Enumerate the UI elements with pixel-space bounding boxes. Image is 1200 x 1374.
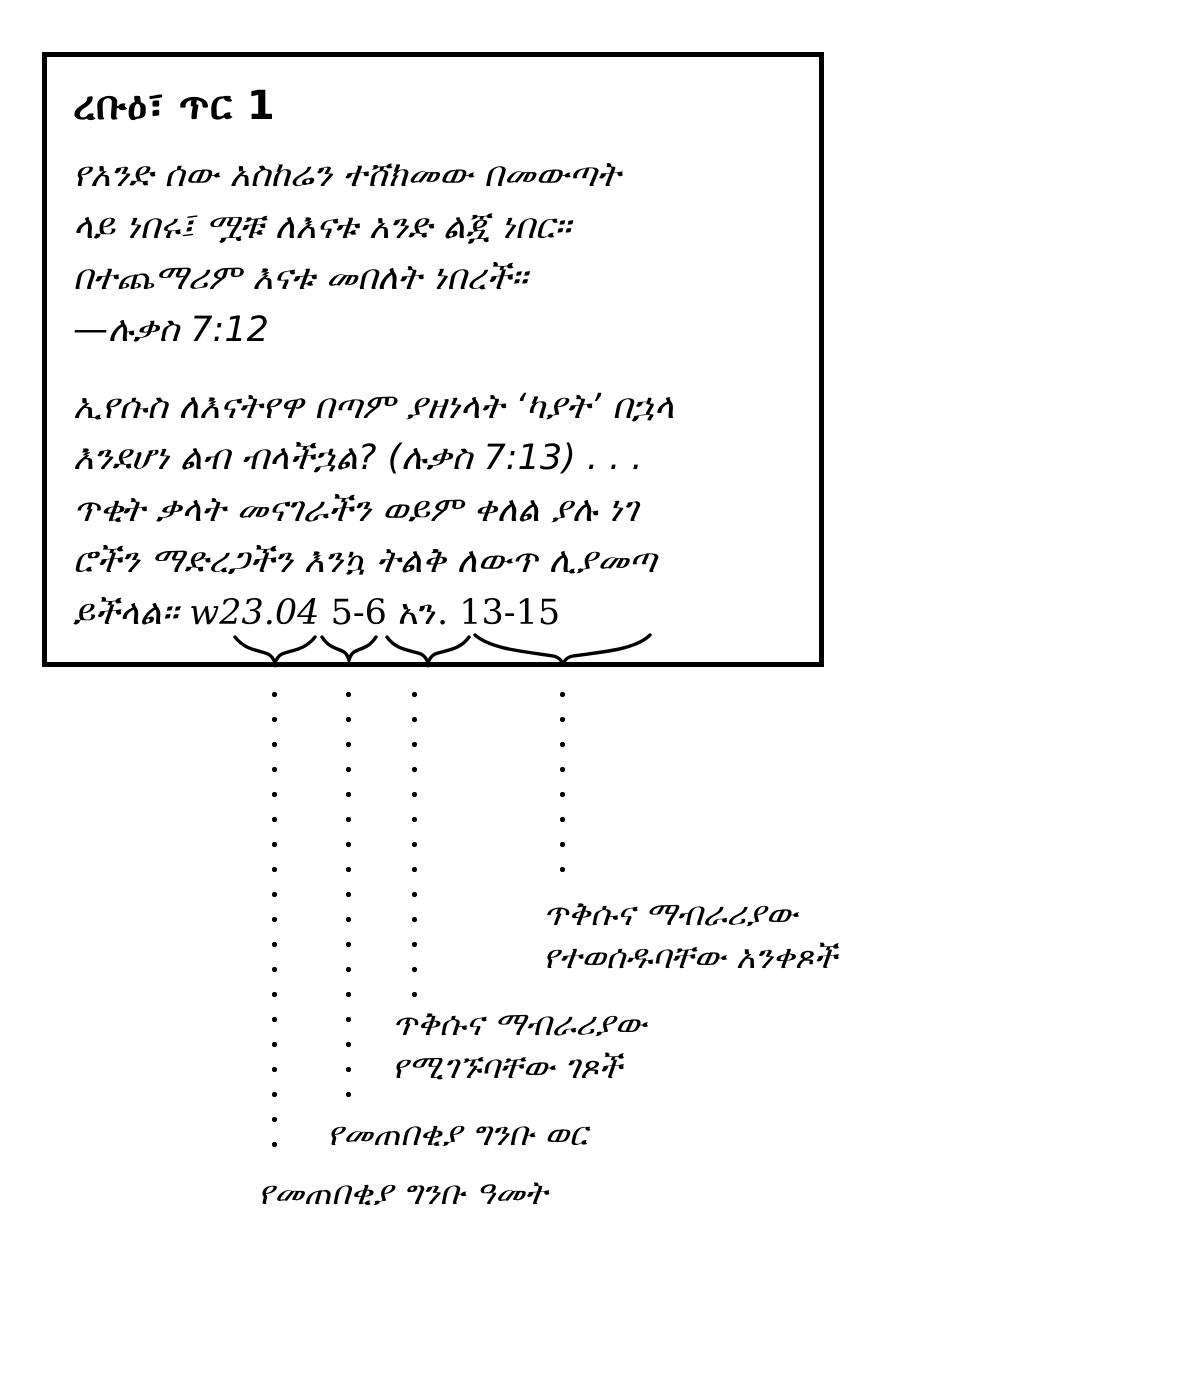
commentary-paragraph: ኢየሱስ ለእናትየዋ በጣም ያዘነላት ‘ካያት’ በኋላ እንደሆነ ልብ… (73, 382, 797, 639)
commentary-line-final: ይችላል። (73, 592, 179, 633)
scripture-line: ላይ ነበሩ፤ ሟቹ ለእናቱ አንድ ልጇ ነበር። (73, 206, 571, 247)
callout-line: የመጠበቂያ ግንቡ ዓመት (258, 1173, 548, 1212)
callout-line: ጥቅሱና ማብራሪያው (392, 1004, 647, 1043)
callout-paragraph-numbers: ጥቅሱና ማብራሪያው የተወሰዱባቸው አንቀጾች (543, 893, 963, 979)
callout-line: ጥቅሱና ማብራሪያው (543, 894, 798, 933)
commentary-line: ጥቂት ቃላት መናገራችን ወይም ቀለል ያሉ ነገ (73, 489, 639, 530)
callout-line: የተወሰዱባቸው አንቀጾች (543, 936, 837, 976)
citation-token-publication: w23.04 (189, 592, 320, 633)
leader-line-month (346, 692, 351, 1117)
commentary-line: ሮችን ማድረጋችን እንኳ ትልቅ ለውጥ ሊያመጣ (73, 541, 657, 582)
callout-line: የሚገኙባቸው ገጾች (392, 1046, 622, 1086)
leader-line-pages (412, 692, 417, 1004)
citation-token-paragraph-marker: አን. (398, 592, 449, 633)
callout-pages: ጥቅሱና ማብራሪያው የሚገኙባቸው ገጾች (392, 1003, 812, 1089)
daily-text-box-content: ረቡዕ፣ ጥር 1 የአንድ ሰው አስከሬን ተሸክመው በመውጣት ላይ ነ… (47, 57, 819, 639)
callout-month: የመጠበቂያ ግንቡ ወር (327, 1113, 807, 1156)
citation-line: ይችላል። w23.04 5-6 አን. 13-15 (73, 593, 560, 633)
citation-token-pages: 5-6 (330, 592, 387, 633)
scripture-reference: —ሉቃስ 7:12 (73, 309, 269, 350)
daily-text-box: ረቡዕ፣ ጥር 1 የአንድ ሰው አስከሬን ተሸክመው በመውጣት ላይ ነ… (42, 52, 824, 667)
page-title: ረቡዕ፣ ጥር 1 (73, 83, 276, 129)
scripture-line: የአንድ ሰው አስከሬን ተሸክመው በመውጣት (73, 155, 621, 196)
leader-line-year (272, 692, 277, 1167)
callout-line: የመጠበቂያ ግንቡ ወር (327, 1114, 588, 1153)
scripture-paragraph: የአንድ ሰው አስከሬን ተሸክመው በመውጣት ላይ ነበሩ፤ ሟቹ ለእና… (73, 150, 797, 356)
leader-line-paragraph-numbers (560, 692, 565, 882)
callout-year: የመጠበቂያ ግንቡ ዓመት (258, 1172, 778, 1215)
commentary-line: ኢየሱስ ለእናትየዋ በጣም ያዘነላት ‘ካያት’ በኋላ (73, 386, 675, 427)
scripture-line: በተጨማሪም እናቱ መበለት ነበረች። (73, 258, 528, 299)
commentary-line: እንደሆነ ልብ ብላችኋል? (ሉቃስ 7:13) . . . (73, 438, 643, 479)
citation-token-paragraph-numbers: 13-15 (459, 592, 561, 633)
